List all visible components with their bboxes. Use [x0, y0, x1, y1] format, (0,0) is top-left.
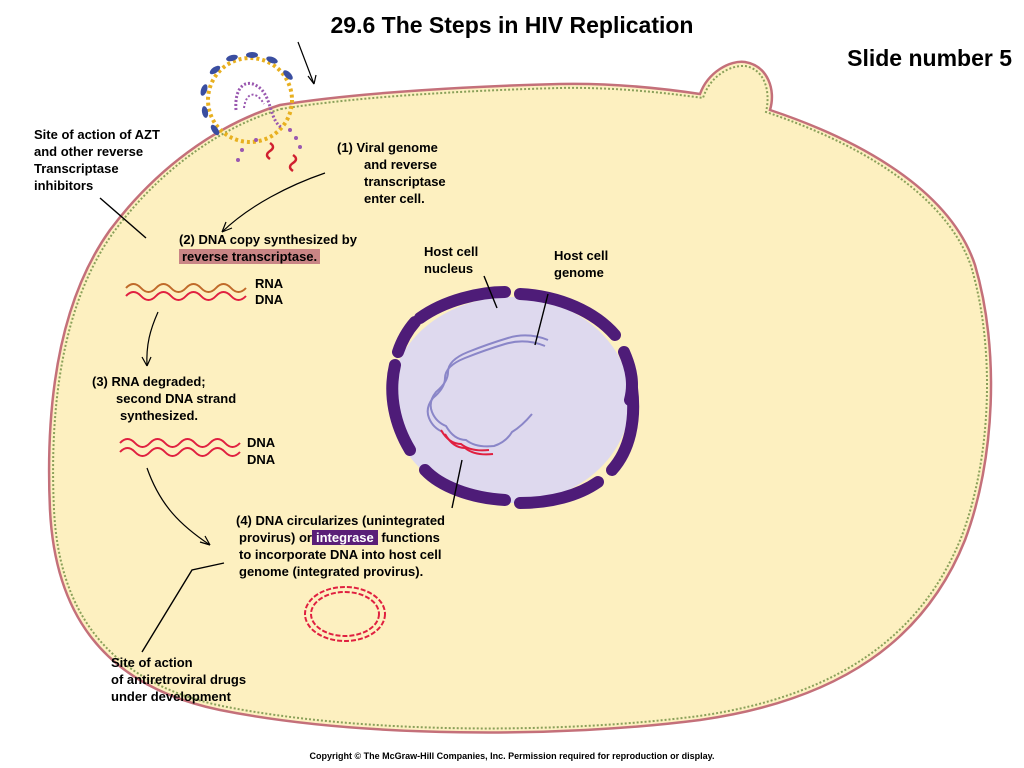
azt-site-label: Site of action of AZT and other reverse … — [34, 126, 160, 194]
dna-strand-label-2: DNA — [247, 452, 276, 467]
step4-line-3: to incorporate DNA into host cell — [239, 547, 442, 562]
genome-line-1: Host cell — [554, 248, 609, 263]
step1-line-1: (1) Viral genome — [337, 140, 438, 155]
genome-label: Host cell genome — [554, 247, 608, 281]
copyright-notice: Copyright © The McGraw-Hill Companies, I… — [309, 751, 715, 761]
integration-pointer-line — [451, 459, 463, 509]
arv-site-label: Site of action of antiretroviral drugs u… — [111, 654, 246, 705]
arv-pointer-line — [141, 562, 225, 653]
step1-line-3: transcriptase — [364, 174, 446, 189]
arrow-step2-to-step3 — [141, 311, 159, 367]
azt-site-line-1: Site of action of AZT — [34, 127, 160, 142]
nucleus-pointer-line — [483, 275, 498, 309]
slide-title: 29.6 The Steps in HIV Replication — [330, 12, 694, 38]
reverse-transcriptase-highlight: reverse transcriptase. — [179, 249, 321, 264]
step2-line-1: (2) DNA copy synthesized by — [179, 232, 357, 247]
azt-site-line-3: Transcriptase — [34, 161, 119, 176]
circular-provirus — [304, 586, 386, 642]
nucleus-line-1: Host cell — [424, 244, 479, 259]
slide-number: Slide number 5 — [847, 45, 1012, 71]
arrow-step1-to-step2 — [221, 172, 326, 233]
genome-line-2: genome — [554, 265, 604, 280]
azt-pointer-line — [99, 197, 147, 239]
step3-label: (3) RNA degraded; second DNA strand synt… — [92, 373, 236, 424]
step1-label: (1) Viral genome and reverse transcripta… — [337, 139, 446, 207]
arv-site-line-1: Site of action — [111, 655, 193, 670]
rna-label: RNA — [255, 276, 284, 291]
dna-strand-label-1: DNA — [247, 435, 276, 450]
arrow-step3-to-step4 — [146, 467, 211, 546]
double-stranded-dna — [119, 438, 241, 457]
step4-line-2-post: functions — [377, 530, 440, 545]
host-genome-dna — [426, 334, 549, 456]
step4-line-4: genome (integrated provirus). — [239, 564, 424, 579]
step4-label: (4) DNA circularizes (unintegrated provi… — [236, 512, 445, 580]
rna-dna-hybrid — [125, 283, 247, 301]
dna-label: DNA — [255, 292, 284, 307]
arv-site-line-3: under development — [111, 689, 231, 704]
step1-line-2: and reverse — [364, 157, 437, 172]
step3-line-2: second DNA strand — [116, 391, 237, 406]
hiv-virion — [200, 52, 302, 173]
host-cell-nucleus — [386, 286, 640, 509]
arv-site-line-2: of antiretroviral drugs — [111, 672, 247, 687]
nucleus-line-2: nucleus — [424, 261, 474, 276]
integrase-highlight: integrase — [311, 530, 378, 545]
step2-label: (2) DNA copy synthesized by reverse tran… — [179, 231, 357, 265]
step1-line-4: enter cell. — [364, 191, 425, 206]
step4-line-1: (4) DNA circularizes (unintegrated — [236, 513, 446, 528]
genome-pointer-line — [534, 293, 549, 346]
step4-line-2-pre: provirus) or — [239, 530, 312, 545]
azt-site-line-2: and other reverse — [34, 144, 144, 159]
title-pointer-arrow — [297, 41, 317, 85]
azt-site-line-4: inhibitors — [34, 178, 94, 193]
step3-line-1: (3) RNA degraded; — [92, 374, 206, 389]
nucleus-label: Host cell nucleus — [424, 243, 478, 277]
step3-line-3: synthesized. — [120, 408, 199, 423]
